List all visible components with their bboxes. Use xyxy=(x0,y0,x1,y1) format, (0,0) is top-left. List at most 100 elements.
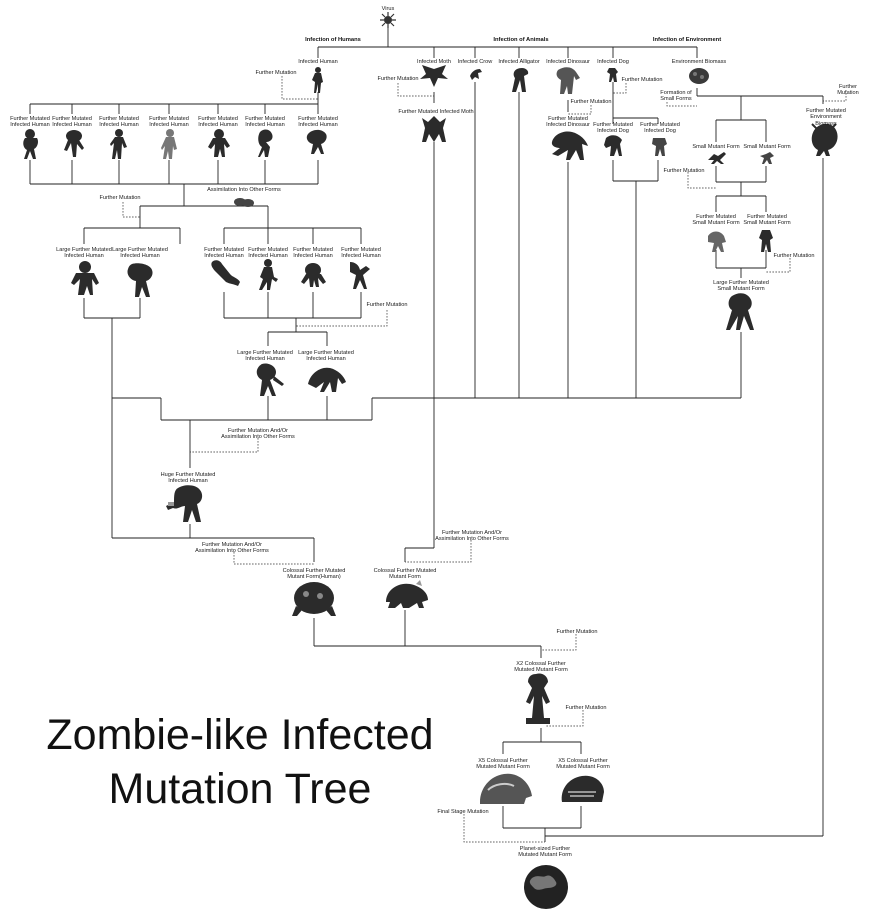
x2-colossal-figure xyxy=(526,673,550,724)
header-infection-environment: Infection of Environment xyxy=(652,37,722,43)
further-mutation-label: Further Mutation xyxy=(621,77,663,83)
further-mutation-label: Further Mutation xyxy=(773,253,815,259)
infected-alligator-label: Infected Alligator xyxy=(498,59,540,65)
further-mutated-moth-figure xyxy=(422,116,446,142)
further-mutated-human-label: Further Mutated Infected Human xyxy=(149,116,189,129)
infected-dinosaur-label: Infected Dinosaur xyxy=(546,59,590,65)
further-mutated-small-mutant-figure xyxy=(759,230,773,252)
colossal-human-label: Colossal Further Mutated Mutant Form(Hum… xyxy=(282,568,346,581)
environment-biomass-label: Environment Biomass xyxy=(671,59,727,65)
diagram-title: Zombie-like Infected Mutation Tree xyxy=(30,708,450,816)
large-further-mutated-human-label: Large Further Mutated Infected Human xyxy=(298,350,354,363)
further-mutation-label: Further Mutation xyxy=(565,705,607,711)
further-mutated-human-label: Further Mutated Infected Human xyxy=(10,116,50,129)
infected-crow-label: Infected Crow xyxy=(457,59,493,65)
further-mutated-human-figure xyxy=(301,263,326,287)
further-mutation-assimilation-label: Further Mutation And/Or Assimilation Int… xyxy=(195,542,269,555)
x5-colossal-label: X5 Colossal Further Mutated Mutant Form xyxy=(476,758,530,771)
formation-small-forms-label: Formation of Small Forms xyxy=(660,90,692,103)
further-mutation-label: Further Mutation xyxy=(663,168,705,174)
further-mutated-human-label: Further Mutated Infected Human xyxy=(293,247,333,260)
further-mutated-dinosaur-label: Further Mutated Infected Dinosaur xyxy=(546,116,590,129)
further-mutated-moth-label: Further Mutated Infected Moth xyxy=(398,109,474,115)
further-mutated-human-label: Further Mutated Infected Human xyxy=(248,247,288,260)
large-further-mutated-human-figure xyxy=(308,367,346,392)
infected-moth-figure xyxy=(420,65,448,87)
further-mutated-human-figure xyxy=(64,130,84,157)
further-mutated-human-label: Further Mutated Infected Human xyxy=(198,116,238,129)
further-mutation-label: Further Mutation xyxy=(556,629,598,635)
infected-crow-figure xyxy=(470,69,482,80)
further-mutated-human-label: Further Mutated Infected Human xyxy=(298,116,338,129)
further-mutation-label: Further Mutation xyxy=(99,195,141,201)
further-mutated-human-figure xyxy=(161,129,177,159)
further-mutated-human-figure xyxy=(23,129,38,159)
small-mutant-label: Small Mutant Form xyxy=(743,144,791,150)
large-further-mutated-human-figure xyxy=(127,263,153,297)
planet-sized-label: Planet-sized Further Mutated Mutant Form xyxy=(518,846,572,859)
large-further-mutated-small-mutant-figure xyxy=(726,293,754,330)
further-mutated-human-label: Further Mutated Infected Human xyxy=(245,116,285,129)
further-mutated-human-figure xyxy=(306,129,327,154)
further-mutation-label: Further Mutation xyxy=(377,76,419,82)
header-infection-animals: Infection of Animals xyxy=(493,37,549,43)
x5-colossal-label: X5 Colossal Further Mutated Mutant Form xyxy=(556,758,610,771)
further-mutation-assimilation-label: Further Mutation And/Or Assimilation Int… xyxy=(221,428,295,441)
infected-human-figure xyxy=(312,67,323,93)
x5-colossal-figure xyxy=(561,775,604,802)
further-mutated-human-figure xyxy=(258,129,273,157)
further-mutated-human-figure xyxy=(110,129,127,159)
further-mutation-label: Further Mutation xyxy=(255,70,297,76)
large-further-mutated-human-label: Large Further Mutated Infected Human xyxy=(237,350,293,363)
colossal-human-figure xyxy=(292,582,336,616)
further-mutated-dinosaur-figure xyxy=(551,131,588,160)
further-mutated-dog-figure xyxy=(604,135,622,156)
huge-further-mutated-human-figure xyxy=(166,485,203,522)
colossal-mutant-label: Colossal Further Mutated Mutant Form xyxy=(373,568,437,581)
large-further-mutated-small-label: Large Further Mutated Small Mutant Form xyxy=(713,280,769,293)
virus-icon xyxy=(380,12,396,28)
title-line-1: Zombie-like Infected xyxy=(46,711,434,759)
further-mutated-human-figure xyxy=(259,259,278,290)
further-mutated-human-label: Further Mutated Infected Human xyxy=(99,116,139,129)
infected-human-label: Infected Human xyxy=(298,59,338,65)
title-line-2: Mutation Tree xyxy=(108,765,372,813)
planet-sized-figure xyxy=(524,865,568,909)
further-mutated-dog-figure xyxy=(652,138,667,156)
infected-moth-label: Infected Moth xyxy=(417,59,451,65)
huge-further-mutated-human-label: Huge Further Mutated Infected Human xyxy=(160,472,216,485)
further-mutated-biomass-figure xyxy=(811,123,838,156)
further-mutation-label: Further Mutation xyxy=(366,302,408,308)
large-further-mutated-human-label: Large Further Mutated Infected Human xyxy=(56,247,112,260)
further-mutated-dog-label: Further Mutated Infected Dog xyxy=(593,122,633,135)
x5-colossal-figure xyxy=(480,773,532,804)
environment-biomass-figure xyxy=(689,68,709,84)
further-mutated-human-figure xyxy=(208,129,230,157)
large-further-mutated-human-figure xyxy=(256,363,284,396)
small-mutant-figure xyxy=(708,152,726,164)
further-mutation-label: Further Mutation xyxy=(837,84,859,97)
further-mutated-small-label: Further Mutated Small Mutant Form xyxy=(743,214,791,227)
small-mutant-label: Small Mutant Form xyxy=(692,144,740,150)
further-mutation-label: Further Mutation xyxy=(570,99,612,105)
further-mutated-human-label: Further Mutated Infected Human xyxy=(204,247,244,260)
infected-dog-figure xyxy=(607,68,618,82)
header-infection-humans: Infection of Humans xyxy=(305,37,361,43)
further-mutated-biomass-label: Further Mutated Environment Biomass xyxy=(806,108,846,127)
large-further-mutated-human-label: Large Further Mutated Infected Human xyxy=(112,247,168,260)
infected-alligator-figure xyxy=(512,68,529,92)
further-mutated-human-figure xyxy=(350,262,370,289)
assimilation-figure xyxy=(234,198,254,207)
infected-dog-label: Infected Dog xyxy=(597,59,629,65)
further-mutated-dog-label: Further Mutated Infected Dog xyxy=(640,122,680,135)
colossal-mutant-figure xyxy=(386,580,428,608)
further-mutated-small-label: Further Mutated Small Mutant Form xyxy=(692,214,740,227)
assimilation-label: Assimilation Into Other Forms xyxy=(207,187,281,193)
virus-label: Virus xyxy=(381,6,395,12)
x2-colossal-label: X2 Colossal Further Mutated Mutant Form xyxy=(514,661,568,674)
further-mutated-human-label: Further Mutated Infected Human xyxy=(52,116,92,129)
further-mutation-assimilation-label: Further Mutation And/Or Assimilation Int… xyxy=(435,530,509,543)
infected-dinosaur-figure xyxy=(556,67,580,94)
further-mutated-small-mutant-figure xyxy=(708,231,726,252)
